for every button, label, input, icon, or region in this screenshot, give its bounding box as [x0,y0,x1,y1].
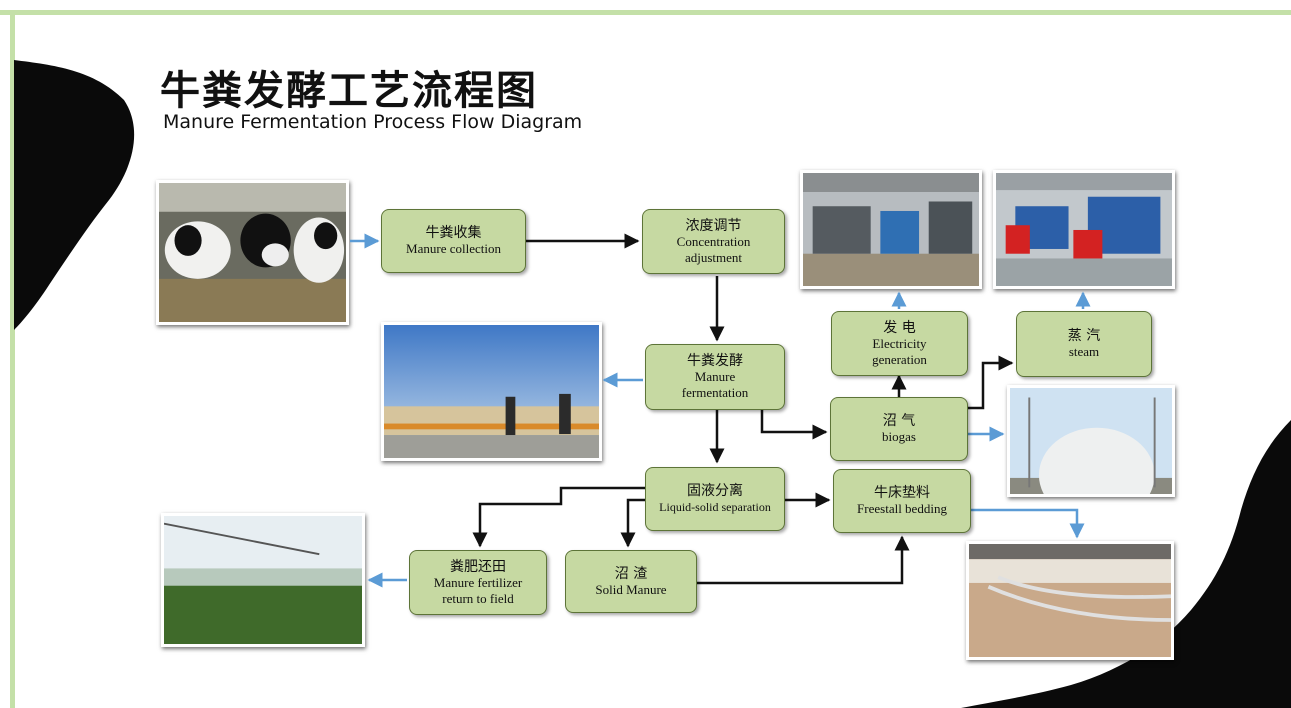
node-fermentation-en-1: Manure [694,369,736,384]
cows-in-barn-photo [156,180,349,325]
node-electricity-cn: 发 电 [883,319,916,336]
node-freestall-bedding: 牛床垫料 Freestall bedding [833,469,971,533]
node-fermentation-en-2: fermentation [681,385,749,400]
node-fermentation-cn: 牛粪发酵 [687,353,743,369]
node-biogas-en: biogas [882,429,916,444]
boiler-room-photo [993,170,1175,289]
biogas-plant-photo [381,322,602,461]
biogas-dome-photo [1007,385,1175,497]
right-decorative-shape [961,420,1291,708]
frame-left-border [10,10,15,708]
node-separation-cn: 固液分离 [687,483,743,499]
arrow-biogas-to-steam [968,355,1014,410]
node-manure-fertilizer: 粪肥还田 Manure fertilizer return to field [409,550,547,615]
page-title-chinese: 牛粪发酵工艺流程图 [160,68,538,114]
node-bedding-en: Freestall bedding [857,501,947,516]
node-electricity-generation: 发 电 Electricity generation [831,311,968,376]
frame-top-border [0,10,1291,15]
node-solid-cn: 沼 渣 [614,565,648,582]
node-separation-en: Liquid-solid separation [659,500,771,514]
node-liquid-solid-separation: 固液分离 Liquid-solid separation [645,467,785,531]
node-concentration-en-2: adjustment [684,249,743,265]
node-concentration-adjustment: 浓度调节 Concentration adjustment [642,209,785,274]
page-title-english: Manure Fermentation Process Flow Diagram [163,111,583,133]
node-bedding-cn: 牛床垫料 [874,485,930,501]
arrow-separation-to-fertilizer [472,486,645,548]
node-steam-en: steam [1068,344,1100,359]
node-electricity-en-1: Electricity [872,335,927,351]
node-fertilizer-en-2: return to field [442,590,514,606]
arrow-solid-to-bedding [697,535,910,585]
node-manure-collection: 牛粪收集 Manure collection [381,209,526,273]
node-concentration-cn: 浓度调节 [685,217,742,234]
node-electricity-en-2: generation [872,351,927,367]
freestall-barn-photo [966,541,1174,660]
node-solid-manure: 沼 渣 Solid Manure [565,550,697,613]
node-concentration-en-1: Concentration [676,233,751,249]
arrow-bedding-to-photo [971,508,1085,539]
left-decorative-shape [14,60,135,330]
node-biogas-cn: 沼 气 [882,413,916,429]
node-collection-en: Manure collection [406,241,501,256]
node-manure-fermentation: 牛粪发酵 Manure fermentation [645,344,785,410]
node-fertilizer-en-1: Manure fertilizer [433,574,523,590]
node-steam-cn: 蒸 汽 [1067,328,1101,344]
arrow-separation-to-solid [620,498,645,548]
node-fertilizer-cn: 粪肥还田 [450,558,506,575]
node-collection-cn: 牛粪收集 [425,225,482,241]
arrow-fermentation-to-biogas [760,410,828,440]
node-biogas: 沼 气 biogas [830,397,968,461]
node-steam: 蒸 汽 steam [1016,311,1152,377]
generator-room-photo [800,170,982,289]
field-irrigation-photo [161,513,365,647]
node-solid-en: Solid Manure [595,581,667,597]
